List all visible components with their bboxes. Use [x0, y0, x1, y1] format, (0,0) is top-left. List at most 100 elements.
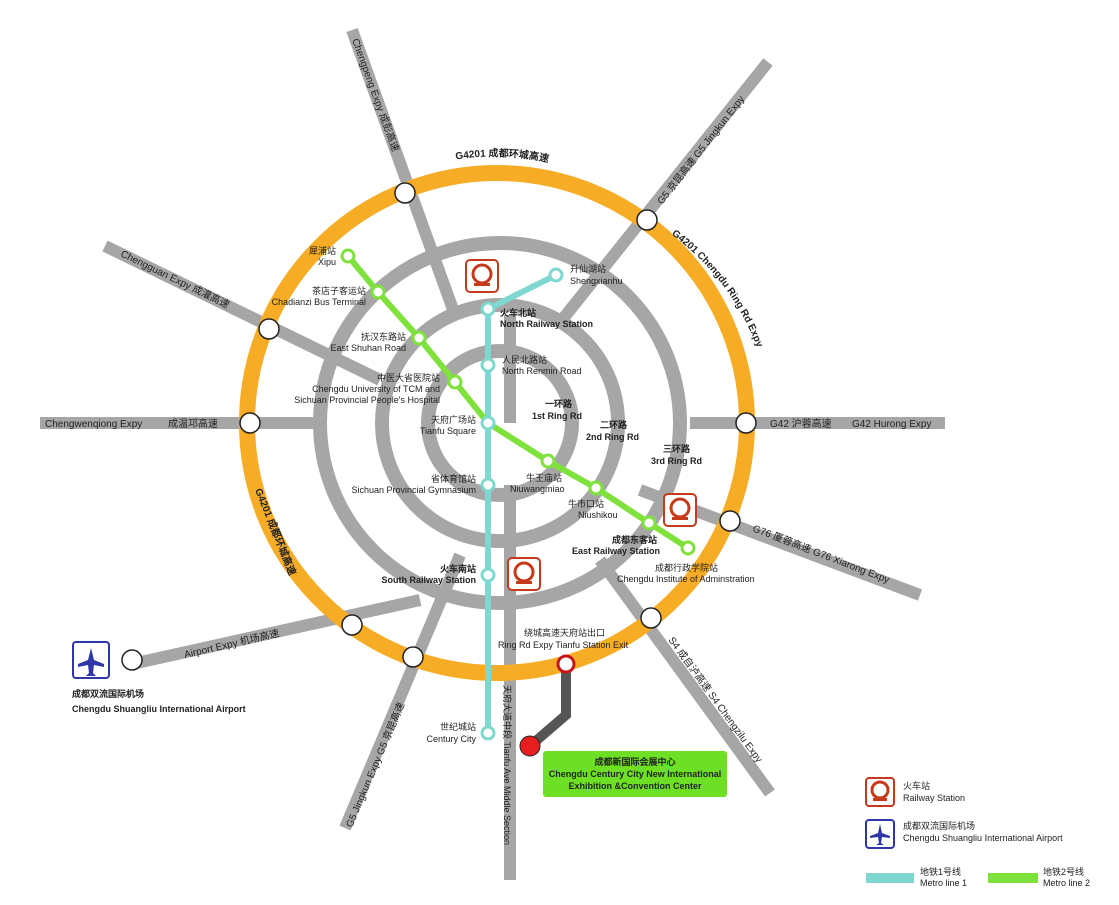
station-tcm — [447, 374, 463, 390]
node-airport — [121, 649, 143, 671]
label-renmin-north-cn: 人民北路站 — [502, 354, 547, 365]
exhibition-name-en1: Chengdu Century City New International — [549, 769, 722, 779]
legend-airport-en: Chengdu Shuangliu International Airport — [903, 833, 1063, 843]
road-chengpeng — [346, 27, 461, 318]
label-renmin-north-en: North Renmin Road — [502, 366, 582, 376]
station-admin — [680, 540, 696, 556]
expressway-ring-label-left: G4201 成都环城高速 — [252, 486, 299, 577]
legend-airport-icon — [865, 819, 895, 849]
station-gymnasium — [480, 477, 496, 493]
legend-airport-cn: 成都双流国际机场 — [903, 820, 975, 831]
label-shengxian-en: Shengxianhu — [570, 276, 623, 286]
legend-metro1-swatch — [866, 873, 914, 883]
legend-metro2-cn: 地铁2号线 — [1043, 866, 1084, 877]
station-century-city — [480, 725, 496, 741]
label-niuwangmiao-en: Niuwangmiao — [510, 484, 565, 494]
legend-railway-cn: 火车站 — [903, 780, 930, 791]
legend-railway-icon — [865, 777, 895, 807]
ring3-cn-label: 三环路 — [663, 443, 691, 454]
metro-line-1-branch — [486, 272, 558, 312]
label-chengzi: S4 成自泸高速 S4 Chengzilu Expy — [666, 634, 766, 765]
railway-icon-north — [465, 259, 499, 293]
expressway-ring-label-right: G4201 Chengdu Ring Rd Expy — [670, 228, 765, 349]
ring-road-1 — [421, 344, 579, 502]
station-south-railway — [480, 567, 496, 583]
label-xiarong: G76 厦蓉高速 G76 Xiarong Expy — [751, 522, 892, 586]
label-jingkun-south: G5 Jingkun Expy G5 京昆高速 — [343, 700, 408, 829]
label-shuhan-en: East Shuhan Road — [330, 343, 406, 353]
tianfu-exit-marker — [556, 654, 576, 674]
exhibition-marker — [519, 735, 541, 757]
label-admin-en: Chengdu Institute of Adminstration — [617, 574, 755, 584]
legend-metro2-en: Metro line 2 — [1043, 878, 1090, 888]
node-hurong — [735, 412, 757, 434]
label-tianfu-square-cn: 天府广场站 — [431, 414, 476, 425]
legend-railway-en: Railway Station — [903, 793, 965, 803]
airport-name-cn: 成都双流国际机场 — [72, 688, 144, 699]
label-shuhan-cn: 抚汉东路站 — [361, 331, 406, 342]
label-century-city-en: Century City — [426, 734, 476, 744]
legend-metro2-swatch — [988, 873, 1038, 883]
node-jingkun-south — [402, 646, 424, 668]
label-xipu-en: Xipu — [318, 257, 336, 267]
node-jingkun-north — [636, 209, 658, 231]
station-chadianzi — [370, 284, 386, 300]
label-tcm-en2: Sichuan Provincial People's Hospital — [294, 395, 440, 405]
ring1-en-label: 1st Ring Rd — [532, 411, 582, 421]
station-north-railway — [480, 301, 496, 317]
station-niuwangmiao — [540, 453, 556, 469]
station-east-railway — [641, 515, 657, 531]
node-chengwenqiong — [239, 412, 261, 434]
label-hurong-en: G42 Hurong Expy — [852, 419, 932, 430]
label-niushikou-en: Niushikou — [578, 510, 618, 520]
label-south-railway-cn: 火车南站 — [440, 563, 476, 574]
exhibition-name-en2: Exhibition &Convention Center — [568, 781, 701, 791]
label-gymnasium-cn: 省体育馆站 — [431, 473, 476, 484]
label-shengxian-cn: 升仙湖站 — [570, 263, 606, 274]
ring1-cn-label: 一环路 — [545, 398, 573, 409]
label-niuwangmiao-cn: 牛王庙站 — [526, 472, 562, 483]
label-north-railway-cn: 火车北站 — [500, 307, 536, 318]
expressway-nodes — [121, 182, 757, 671]
road-jingkun-south — [339, 552, 466, 831]
label-chengwenqiong-cn: 成温邛高速 — [168, 417, 218, 430]
node-airport-expy — [341, 614, 363, 636]
label-chadianzi-cn: 茶店子客运站 — [312, 285, 366, 296]
label-north-railway-en: North Railway Station — [500, 319, 593, 329]
label-tianfu-ave: 天府大道中段 Tianfu Ave Middle Section — [502, 685, 513, 845]
label-gymnasium-en: Sichuan Provincial Gymnasium — [351, 485, 476, 495]
road-airport-expy — [130, 594, 422, 670]
label-jingkun-north: G5 京昆高速 G5 Jingkun Expy — [654, 93, 747, 207]
label-east-railway-en: East Railway Station — [572, 546, 660, 556]
label-chengwenqiong-en: Chengwenqiong Expy — [45, 419, 142, 430]
node-chengpeng — [394, 182, 416, 204]
metro-line-1-stations — [480, 267, 564, 741]
ring2-en-label: 2nd Ring Rd — [586, 432, 639, 442]
label-xipu-cn: 犀浦站 — [309, 245, 336, 256]
label-tianfu-exit-cn: 绕城高速天府站出口 — [524, 627, 605, 638]
label-tcm-en1: Chengdu University of TCM and — [312, 384, 440, 394]
station-shuhan — [411, 330, 427, 346]
label-hurong-cn: G42 沪蓉高速 — [770, 417, 832, 430]
label-tcm-cn: 中医大省医院站 — [377, 372, 440, 383]
label-niushikou-cn: 牛市口站 — [568, 498, 604, 509]
venue-connector — [526, 664, 571, 750]
label-east-railway-cn: 成都东客站 — [612, 534, 657, 545]
node-chengguan — [258, 318, 280, 340]
metro-line-1 — [485, 272, 558, 733]
label-admin-cn: 成都行政学院站 — [655, 562, 718, 573]
railway-icon-east — [663, 493, 697, 527]
station-renmin-north — [480, 357, 496, 373]
station-niushikou — [588, 480, 604, 496]
station-shengxian — [548, 267, 564, 283]
airport-icon — [72, 641, 110, 679]
road-chengzi — [595, 556, 775, 797]
legend: 火车站 Railway Station 成都双流国际机场 Chengdu Shu… — [865, 777, 1090, 888]
legend-metro1-en: Metro line 1 — [920, 878, 967, 888]
railway-icon-south — [507, 557, 541, 591]
ring2-cn-label: 二环路 — [600, 419, 628, 430]
ring3-en-label: 3rd Ring Rd — [651, 456, 702, 466]
label-tianfu-exit-en: Ring Rd Expy Tianfu Station Exit — [498, 640, 629, 650]
expressway-ring-label-top: G4201 成都环城高速 — [455, 146, 550, 165]
